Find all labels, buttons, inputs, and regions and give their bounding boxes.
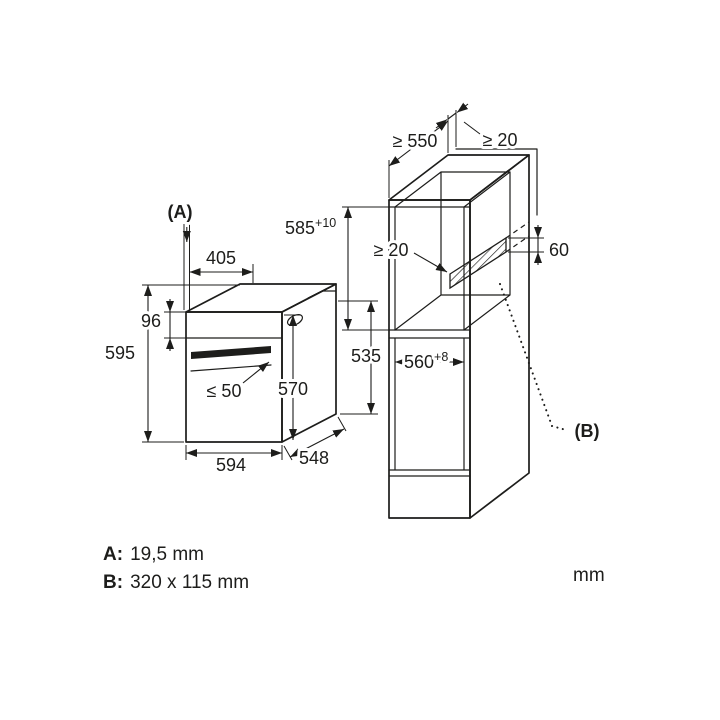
dim-niche-width-label: 560+8 xyxy=(404,350,448,372)
legend-b-value: 320 x 115 mm xyxy=(130,572,249,593)
dim-leader-rear-clearance xyxy=(413,252,448,273)
oven-extension-lines xyxy=(142,224,378,461)
dim-niche-depth-label: ≥ 550 xyxy=(393,131,438,151)
dim-niche-height-label: 585+10 xyxy=(285,216,336,238)
dim-oven-height-label: 595 xyxy=(105,343,135,363)
oven-dimensions: (A) 405 96 595 ≤ 50 570 535 594 548 xyxy=(102,199,384,478)
unit-label: mm xyxy=(573,565,605,586)
dim-oven-front-height-label: 570 xyxy=(278,379,308,399)
cabinet-dimensions: ≥ 550 ≥ 20 585+10 ≥ 20 60 560+8 (B) xyxy=(282,102,603,444)
dim-arrow-rear-gap-right xyxy=(456,102,469,113)
dim-vent-height-label: 60 xyxy=(549,240,569,260)
dim-oven-width-label: 594 xyxy=(216,455,246,475)
cabinet-extension-lines xyxy=(342,110,544,331)
legend-a-value: 19,5 mm xyxy=(130,544,204,565)
legend-b-key: B: xyxy=(103,572,123,593)
oven-door-top-line xyxy=(190,364,272,372)
oven-top-face xyxy=(185,283,337,313)
dim-oven-top-depth-label: 405 xyxy=(206,248,236,268)
oven-door-handle xyxy=(191,346,271,359)
legend: A: 19,5 mm B: 320 x 115 mm mm xyxy=(103,544,605,593)
niche-interior-lines xyxy=(394,171,511,331)
dim-oven-body-height-label: 535 xyxy=(351,346,381,366)
cabinet-drawing xyxy=(388,148,538,519)
legend-a-line: A: 19,5 mm xyxy=(103,544,204,565)
vent-cutout-hatch xyxy=(449,236,507,290)
dim-rear-clearance-label: ≥ 20 xyxy=(374,240,409,260)
oven-right-face xyxy=(281,283,337,443)
dim-leader-handle-clearance xyxy=(242,361,270,384)
dim-line-oven-depth xyxy=(289,428,345,458)
vent-hidden-edges xyxy=(505,221,530,253)
oven-top-step-line xyxy=(307,290,337,299)
legend-b-line: B: 320 x 115 mm xyxy=(103,572,249,593)
callout-b-leader xyxy=(499,283,567,431)
dim-arrow-rear-gap-left xyxy=(435,119,448,130)
dim-oven-depth-label: 548 xyxy=(299,448,329,468)
cabinet-top-face xyxy=(388,154,530,201)
dim-leader-rear-top-gap xyxy=(463,121,481,135)
legend-a-key: A: xyxy=(103,544,123,565)
dim-oven-panel-height-label: 96 xyxy=(141,311,161,331)
callout-b-label: (B) xyxy=(575,421,600,441)
dim-rear-top-gap-label: ≥ 20 xyxy=(483,130,518,150)
cabinet-right-face xyxy=(469,154,530,519)
oven-front-face xyxy=(185,311,283,443)
callout-a-label: (A) xyxy=(168,202,193,222)
dim-oven-handle-clearance-label: ≤ 50 xyxy=(207,381,242,401)
oven-drawing xyxy=(185,283,337,443)
dim-line-rear-top-gap xyxy=(447,112,457,120)
wall-lines xyxy=(455,148,538,216)
